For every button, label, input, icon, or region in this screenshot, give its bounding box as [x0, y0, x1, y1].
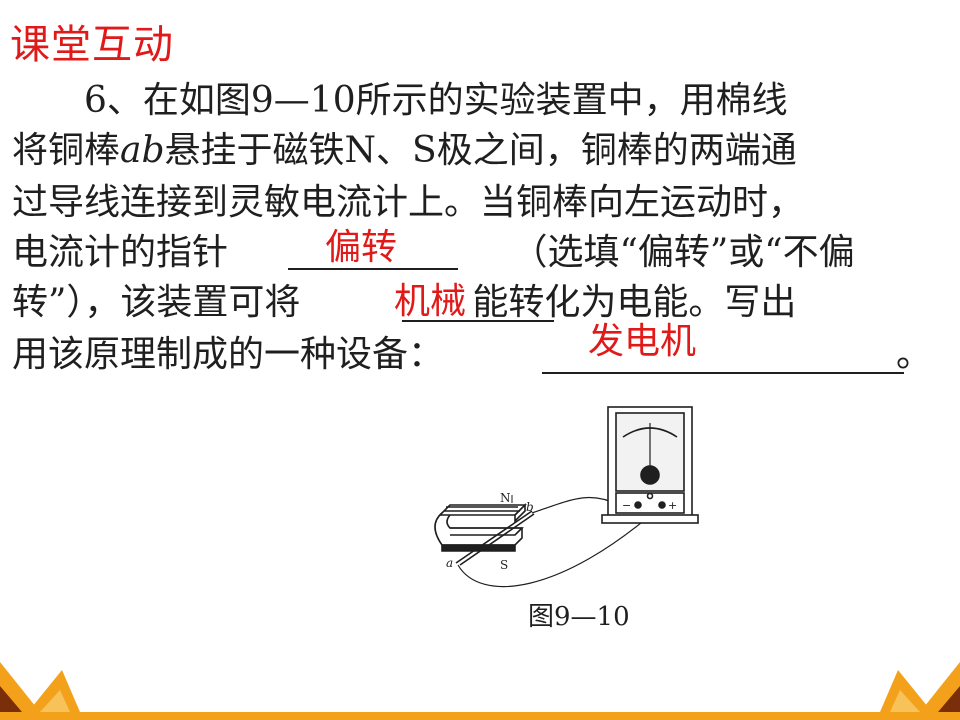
question-line-4-pre: 电流计的指针 — [12, 232, 229, 273]
horseshoe-magnet-icon — [434, 503, 527, 552]
label-n: N — [500, 491, 511, 505]
footer-bar — [0, 712, 960, 720]
question-line-4-post: （选填“偏转”或“不偏 — [511, 232, 855, 273]
answer-2: 机械 — [394, 281, 467, 322]
blank-line-1 — [288, 268, 458, 270]
rod-label-ab: ab — [120, 130, 165, 171]
blank-line-2 — [402, 320, 554, 322]
label-a: a — [446, 556, 453, 570]
question-line-5-pre: 转”），该装置可将 — [12, 282, 301, 323]
corner-decoration-right-icon — [880, 662, 960, 712]
corner-decoration-left-icon — [0, 662, 80, 712]
answer-1: 偏转 — [325, 227, 398, 268]
question-line-2-post: 悬挂于磁铁N、S极之间，铜棒的两端通 — [164, 130, 797, 171]
question-line-2: 将铜棒ab悬挂于磁铁N、S极之间，铜棒的两端通 — [12, 128, 797, 174]
question-line-6-pre: 用该原理制成的一种设备： — [12, 334, 445, 375]
minus-terminal-label: − — [622, 499, 631, 512]
wire-top-icon — [531, 496, 619, 514]
galvanometer-icon — [601, 406, 699, 524]
question-line-3: 过导线连接到灵敏电流计上。当铜棒向左运动时， — [12, 182, 805, 223]
question-line-5-post: 能转化为电能。写出 — [472, 282, 797, 323]
question-line-6-post: 。 — [896, 334, 933, 375]
figure-caption: 图9—10 — [528, 602, 630, 632]
blank-line-3 — [542, 372, 904, 374]
slide-title: 课堂互动 — [10, 22, 174, 68]
experiment-figure: − + N S a b — [434, 406, 699, 588]
copper-rod-icon — [455, 510, 535, 566]
question-line-6: 用该原理制成的一种设备： 。 — [12, 332, 932, 378]
plus-terminal-label: + — [668, 499, 677, 512]
question-line-1: 6、在如图9—10所示的实验装置中，用棉线 — [12, 80, 788, 121]
question-line-2-pre: 将铜棒 — [12, 130, 121, 171]
label-b: b — [526, 500, 534, 514]
question-line-4: 电流计的指针 （选填“偏转”或“不偏 — [12, 230, 855, 276]
question-line-5: 转”），该装置可将 能转化为电能。写出 — [12, 280, 796, 326]
answer-3: 发电机 — [588, 321, 697, 362]
label-s: S — [500, 558, 508, 572]
wire-bottom-icon — [457, 506, 661, 588]
